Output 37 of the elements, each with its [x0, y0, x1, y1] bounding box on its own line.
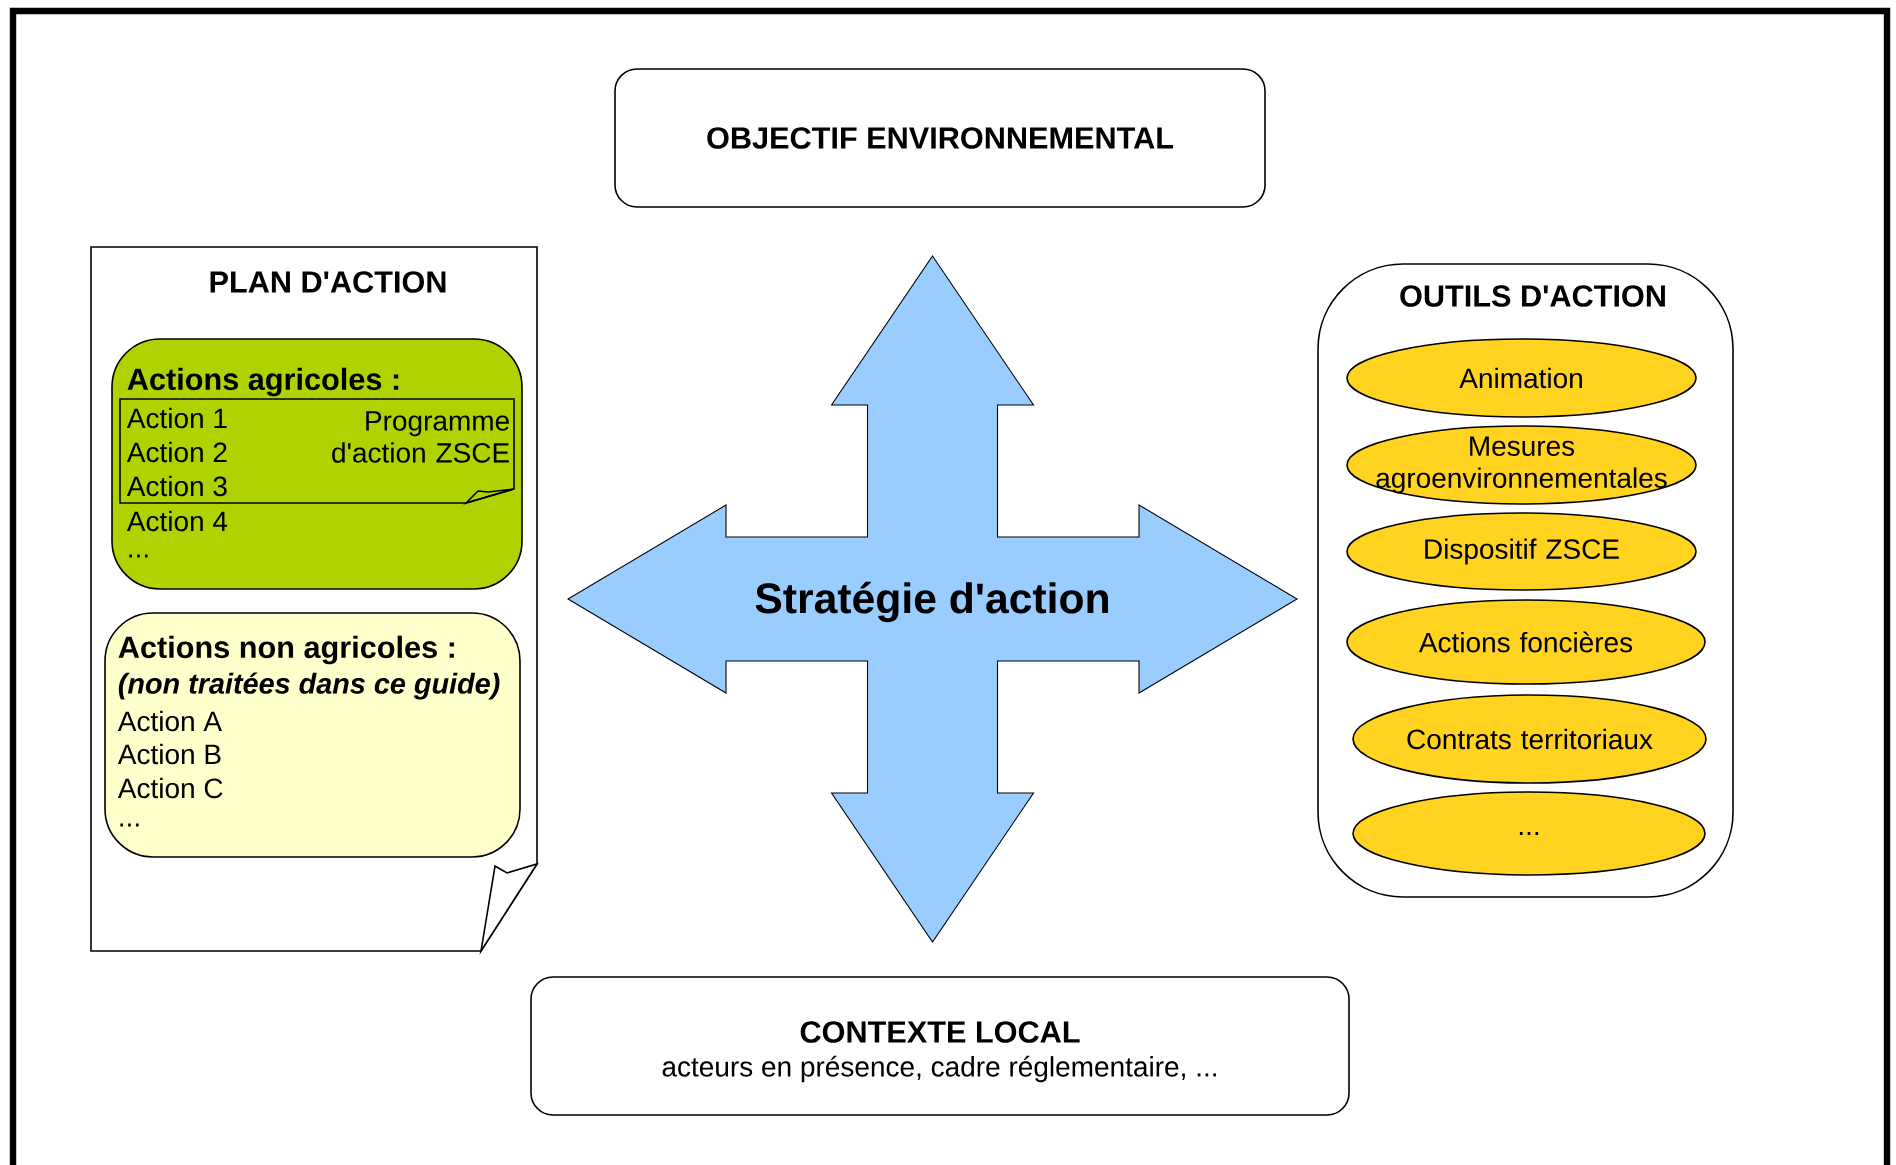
tool-ellipse	[1346, 338, 1697, 418]
rounded-box	[104, 612, 521, 858]
note-text: (non traitées dans ce guide)	[118, 672, 500, 700]
tool-ellipse	[1346, 425, 1697, 505]
tool-ellipse	[1352, 694, 1707, 784]
list-item: Action 4	[126, 510, 228, 532]
note-box	[119, 398, 515, 505]
item-label: Actions foncières	[1418, 631, 1633, 653]
title-box	[530, 976, 1350, 1116]
heading: Actions non agricoles :	[118, 635, 454, 665]
tool-ellipse	[1346, 599, 1706, 685]
center-label: Stratégie d'action	[755, 581, 1108, 623]
rounded-box	[111, 338, 523, 590]
item-label: Animation	[1459, 367, 1582, 389]
list-item: Action 3	[126, 475, 227, 497]
list-item: Action A	[117, 710, 222, 732]
heading: Actions agricoles :	[127, 367, 399, 397]
tool-ellipse	[1352, 791, 1706, 876]
heading: CONTEXTE LOCAL	[800, 1021, 1080, 1043]
list-item: ...	[129, 554, 148, 558]
tool-ellipse	[1346, 512, 1697, 591]
cross-arrow	[566, 255, 1299, 943]
item-label: Dispositif ZSCE	[1425, 538, 1619, 565]
title-box	[614, 68, 1266, 208]
list-item: Action B	[117, 743, 221, 765]
list-item: Action C	[117, 777, 223, 799]
list-item: ...	[120, 823, 139, 827]
list-item: acteurs en présence, cadre réglementaire, ...	[662, 1055, 1216, 1083]
heading: OUTILS D'ACTION	[1400, 285, 1665, 307]
item-label: Contrats territoriaux	[1407, 728, 1653, 750]
list-item: Action 1	[126, 407, 227, 429]
heading: OBJECTIF ENVIRONNEMENTAL	[707, 127, 1174, 149]
heading: PLAN D'ACTION	[210, 271, 446, 293]
note-title: Programme d'action ZSCE	[332, 411, 509, 463]
list-item: Action 2	[126, 441, 227, 463]
item-label: ...	[1519, 832, 1539, 835]
item-label: Mesures agroenvironnementales	[1376, 436, 1667, 494]
